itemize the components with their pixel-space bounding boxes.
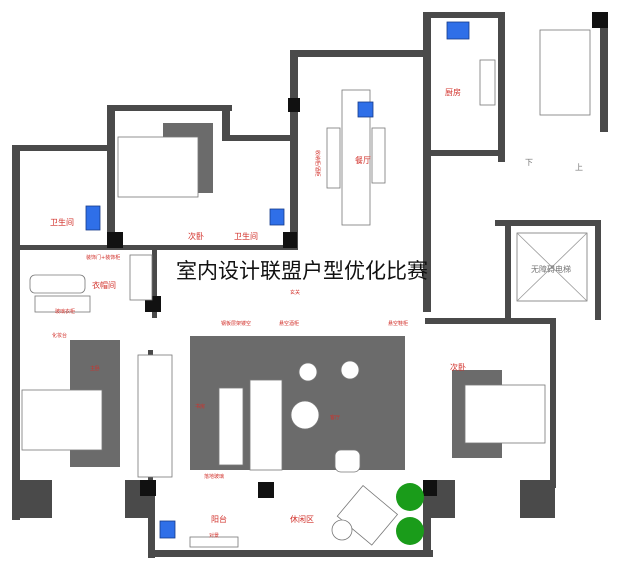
label-dining: 餐厅 <box>355 156 371 165</box>
lounge-chair <box>336 484 399 546</box>
desk <box>218 387 244 466</box>
note-storage: 收纳柜/酒柜 <box>314 150 321 177</box>
label-elevator: 无障碍电梯 <box>531 264 571 274</box>
label-bath-left: 卫生间 <box>50 217 74 227</box>
note-glass-wardrobe: 玻璃衣柜 <box>55 308 75 315</box>
sofa <box>249 379 283 471</box>
ottoman <box>334 449 361 473</box>
note-view: 对景 <box>209 532 219 539</box>
label-stairs-up: 上 <box>575 163 583 172</box>
balcony-fixture <box>159 520 176 539</box>
closet-island <box>29 274 86 294</box>
armchair <box>340 360 360 380</box>
view-cabinet <box>189 536 239 548</box>
note-master: 主卧 <box>90 365 100 372</box>
bath-mid-fixture <box>269 208 285 226</box>
label-bath-mid: 卫生间 <box>234 231 258 241</box>
shelf <box>129 254 153 301</box>
label-foyer: 玄关 <box>290 289 300 296</box>
coffee-table <box>290 400 320 430</box>
plant-icon <box>396 517 424 545</box>
right-bed <box>464 384 546 444</box>
note-vanity: 化妆台 <box>52 332 67 339</box>
plant-icon <box>396 483 424 511</box>
note-study: 书房 <box>195 403 205 410</box>
bedroom-bed <box>21 389 103 451</box>
label-kitchen: 厨房 <box>445 87 461 97</box>
walls <box>12 12 608 558</box>
label-stairs-down: 下 <box>525 158 533 167</box>
note-living: 客厅 <box>330 414 340 421</box>
furniture <box>21 29 591 548</box>
dining-fixture <box>357 101 374 118</box>
label-leisure: 休闲区 <box>290 514 314 524</box>
dining-bench <box>326 127 341 189</box>
note-closet-door: 装饰门+装饰柜 <box>86 254 120 261</box>
wardrobe <box>34 295 91 313</box>
dining-bench <box>371 127 386 184</box>
note-window: 落地玻璃 <box>204 473 224 480</box>
label-bedroom-right: 次卧 <box>450 362 466 372</box>
label-closet: 衣帽间 <box>92 280 116 290</box>
plan-title: 室内设计联盟户型优化比赛 <box>176 259 428 283</box>
side-table <box>331 519 353 541</box>
kitchen-fixture <box>446 21 470 40</box>
stair-shelf <box>137 354 173 478</box>
master-bed <box>117 136 199 198</box>
stove <box>479 59 496 106</box>
staircase <box>539 29 591 116</box>
label-bedroom-small: 次卧 <box>188 231 204 241</box>
note-steel-shelf: 钢板层架镂空 <box>221 320 251 327</box>
note-shoe-cabinet: 悬空鞋柜 <box>388 320 408 327</box>
note-wine-cabinet: 悬空酒柜 <box>279 320 299 327</box>
bath-left-fixture <box>85 205 101 231</box>
label-balcony: 阳台 <box>211 514 227 524</box>
armchair <box>298 362 318 382</box>
